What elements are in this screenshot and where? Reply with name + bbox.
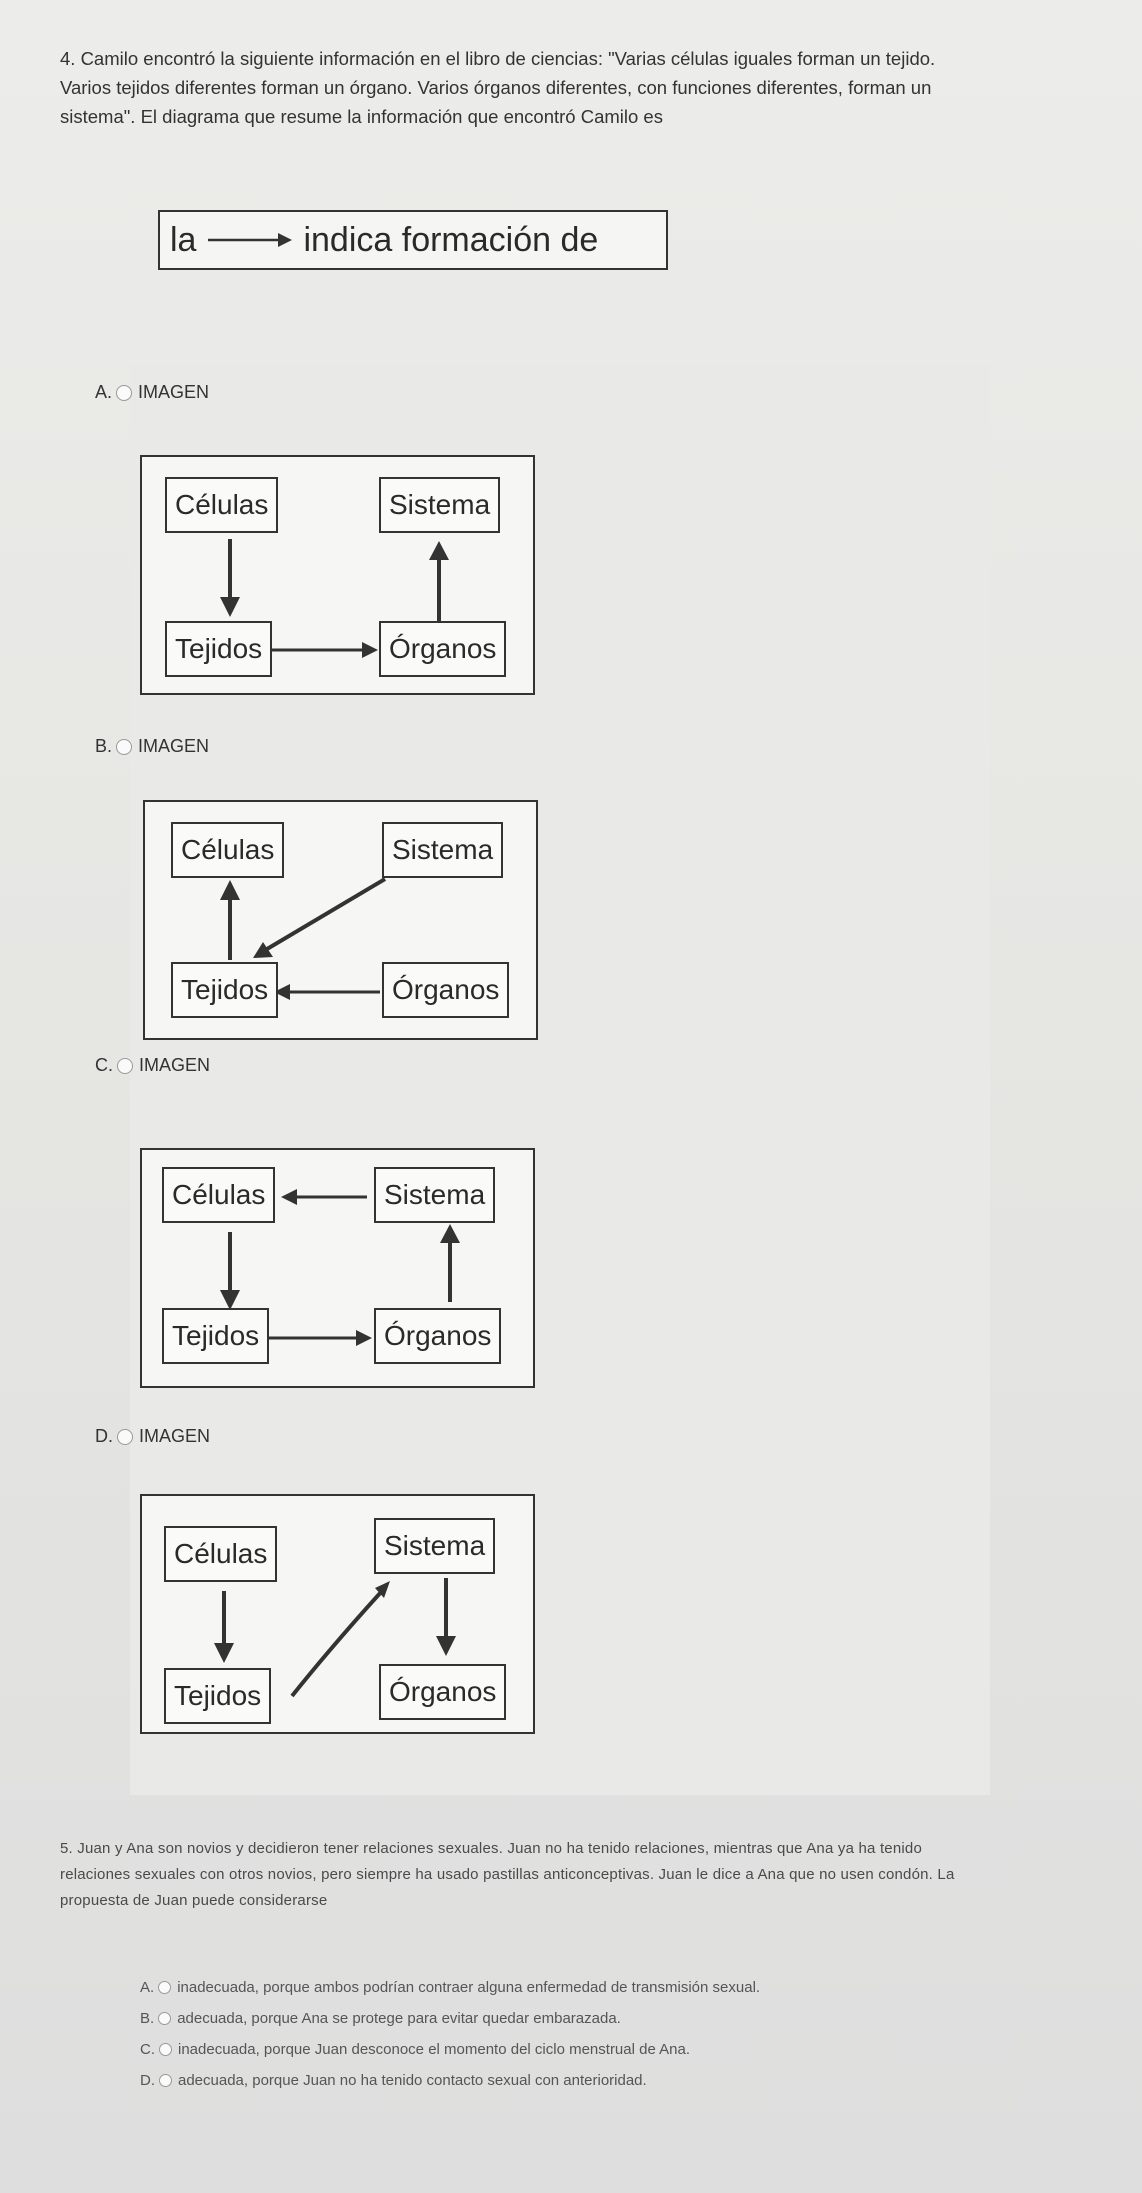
diagram-c-arrows [220,1189,460,1346]
q5-option-b[interactable]: B. adecuada, porque Ana se protege para … [140,2010,621,2027]
option-letter: C. [95,1055,113,1075]
option-letter: A. [140,1979,155,1996]
node-sistema: Sistema [379,477,501,533]
node-organos: Órganos [382,962,510,1018]
question-5-text: 5. Juan y Ana son novios y decidieron te… [60,1840,955,1909]
diagram-d: Células Sistema Tejidos Órganos [140,1494,535,1734]
option-d[interactable]: D. IMAGEN [95,1426,210,1447]
radio-button[interactable] [158,2012,172,2025]
radio-button[interactable] [116,738,133,755]
diagram-legend: la indica formación de [158,210,668,270]
option-letter: C. [140,2041,155,2058]
option-text: adecuada, porque Ana se protege para evi… [177,2010,621,2027]
option-text: adecuada, porque Juan no ha tenido conta… [178,2072,647,2089]
node-tejidos: Tejidos [162,1308,270,1364]
node-tejidos: Tejidos [171,962,279,1018]
node-celulas: Células [162,1167,276,1223]
radio-button[interactable] [117,1057,133,1074]
diagram-b-arrows [220,877,387,1000]
q5-option-d[interactable]: D. adecuada, porque Juan no ha tenido co… [140,2072,647,2089]
option-letter: A. [95,382,113,402]
node-organos: Órganos [379,1664,507,1720]
diagram-a-arrows [220,539,449,658]
option-c[interactable]: C. IMAGEN [95,1055,210,1076]
legend-prefix: la [170,220,197,259]
node-organos: Órganos [374,1308,502,1364]
diagram-d-arrows [214,1578,456,1698]
node-celulas: Células [164,1526,278,1582]
radio-button[interactable] [116,384,133,401]
option-letter: B. [95,736,113,756]
option-b[interactable]: B. IMAGEN [95,736,209,757]
q5-option-c[interactable]: C. inadecuada, porque Juan desconoce el … [140,2041,690,2058]
radio-button[interactable] [117,1428,133,1445]
option-label: IMAGEN [138,736,210,756]
node-celulas: Células [171,822,285,878]
option-label: IMAGEN [139,1055,211,1075]
diagram-c: Células Sistema Tejidos Órganos [140,1148,535,1388]
option-text: inadecuada, porque ambos podrían contrae… [177,1979,761,1996]
node-organos: Órganos [379,621,507,677]
radio-button[interactable] [159,2043,172,2056]
option-letter: D. [140,2072,155,2089]
radio-button[interactable] [159,2074,172,2087]
option-label: IMAGEN [139,1426,211,1446]
node-sistema: Sistema [382,822,504,878]
option-letter: B. [140,2010,155,2027]
q5-option-a[interactable]: A. inadecuada, porque ambos podrían cont… [140,1979,760,1996]
diagram-b: Células Sistema Tejidos Órganos [143,800,538,1040]
node-tejidos: Tejidos [164,1668,272,1724]
legend-description: indica formación de [303,220,599,259]
diagram-a: Células Sistema Tejidos Órganos [140,455,535,695]
option-a[interactable]: A. IMAGEN [95,382,209,403]
node-tejidos: Tejidos [165,621,273,677]
question-4-text: 4. Camilo encontró la siguiente informac… [60,48,936,127]
option-letter: D. [95,1426,113,1446]
option-label: IMAGEN [138,382,210,402]
radio-button[interactable] [158,1981,172,1994]
node-celulas: Células [165,477,279,533]
node-sistema: Sistema [374,1167,496,1223]
option-text: inadecuada, porque Juan desconoce el mom… [178,2041,690,2058]
legend-arrow-icon [208,233,293,247]
node-sistema: Sistema [374,1518,496,1574]
